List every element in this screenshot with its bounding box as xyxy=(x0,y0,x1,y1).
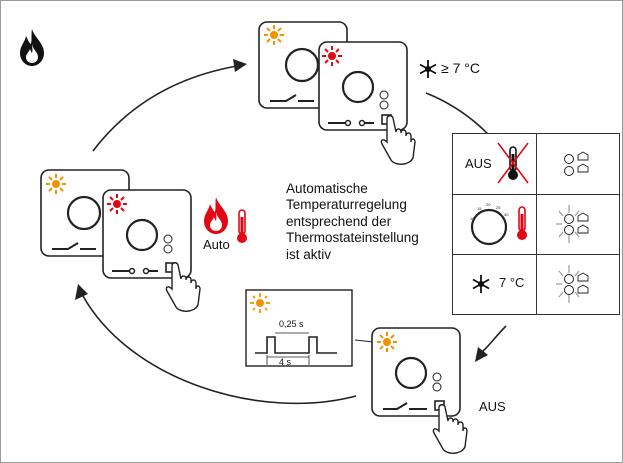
thermometer-icon xyxy=(237,209,247,243)
description-line: ist aktiv xyxy=(286,246,332,262)
pulse-period-label: 4 s xyxy=(279,357,292,367)
device-left-front xyxy=(102,189,192,279)
aus-bottom-label: AUS xyxy=(479,399,506,414)
description-line: Automatische xyxy=(286,181,368,196)
hand-icon xyxy=(432,404,468,454)
snowflake-icon xyxy=(419,60,437,78)
thermometer-icon xyxy=(517,206,527,240)
dial-scale-label: 30 xyxy=(504,212,509,217)
hand-icon xyxy=(380,115,416,165)
led-pair-icon xyxy=(564,151,589,176)
table-frost-temp-label: 7 °C xyxy=(499,275,525,290)
frost-threshold-label: ≥ 7 °C xyxy=(441,60,480,76)
dial-scale-label: 25 xyxy=(496,205,501,210)
dial-icon: 10 15 20 25 30 xyxy=(470,202,509,246)
description-line: entsprechend der xyxy=(286,213,392,229)
dial-scale-label: 20 xyxy=(486,202,491,207)
mode-table: AUS 10 15 20 25 30 xyxy=(452,133,620,315)
description-line: Temperaturregelung xyxy=(286,197,407,213)
led-pair-blinking-icon xyxy=(556,265,589,303)
description-text: Automatische Temperaturregelung entsprec… xyxy=(286,181,419,263)
dial-scale-label: 10 xyxy=(470,216,475,221)
hand-icon xyxy=(165,262,201,312)
pulse-diagram xyxy=(245,289,353,367)
dial-scale-label: 15 xyxy=(477,206,482,211)
flame-icon xyxy=(204,197,228,234)
cross-icon xyxy=(497,142,529,184)
device-top-front xyxy=(318,41,408,131)
led-icon xyxy=(264,25,284,45)
auto-label: Auto xyxy=(203,237,230,252)
snowflake-icon xyxy=(472,275,490,293)
led-icon xyxy=(322,46,342,66)
table-aus-label: AUS xyxy=(465,156,492,171)
pulse-on-label: 0,25 s xyxy=(279,319,304,329)
description-line: Thermostateinstellung xyxy=(286,230,419,246)
led-icon xyxy=(107,194,127,214)
led-icon xyxy=(46,174,66,194)
led-icon xyxy=(377,332,397,352)
flame-icon xyxy=(20,29,44,66)
led-pair-blinking-icon xyxy=(556,205,589,243)
